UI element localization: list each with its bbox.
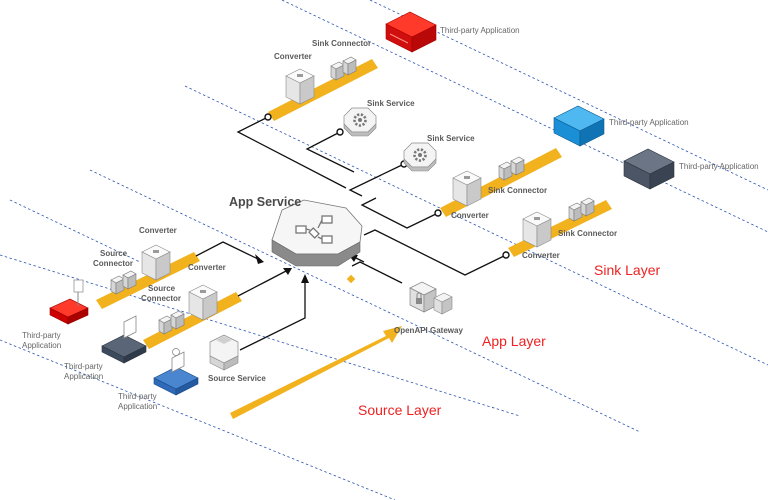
third-party-app-label: Third-party Application (679, 162, 759, 171)
third-party-app-label: Third-party (22, 331, 61, 340)
sink-converter-label: Converter (522, 251, 560, 260)
wire-source-1 (195, 241, 261, 261)
server-icon[interactable] (153, 348, 199, 396)
sink-connector-label: Sink Connector (488, 186, 547, 195)
app-service-label: App Service (229, 195, 301, 209)
arrow-head-source-1 (255, 254, 264, 264)
source-service-label: Source Service (208, 374, 266, 383)
port (434, 209, 442, 217)
lock-icon (416, 292, 422, 304)
source-connector-label-line2: Connector (141, 294, 181, 303)
port (264, 113, 272, 121)
third-party-app-label: Third-party (118, 392, 157, 401)
server-icon[interactable] (385, 11, 437, 53)
third-party-app-label: Third-party Application (609, 118, 689, 127)
stream-gateway (230, 326, 402, 419)
sink-service-label: Sink Service (427, 134, 475, 143)
arrow-head-source-service (301, 274, 309, 283)
third-party-app-label-line2: Application (22, 341, 61, 350)
wire-sink-service-2 (348, 163, 405, 197)
arrow-head-source-2 (283, 268, 292, 275)
server-icon[interactable] (623, 148, 675, 190)
source-connector-label: Source (100, 249, 128, 258)
wires (195, 113, 510, 351)
converter-icon[interactable] (522, 211, 552, 248)
sink-converter-label: Converter (274, 52, 312, 61)
wire-gateway (351, 261, 403, 284)
source-converter-label: Converter (139, 226, 177, 235)
guide-line (0, 254, 521, 417)
converter-icon[interactable] (188, 284, 218, 321)
stream-source-1 (96, 252, 200, 309)
wire-sink-service-1 (305, 131, 355, 173)
source-service-node[interactable] (209, 334, 239, 371)
wire-sink-2 (360, 197, 439, 229)
laptop-icon[interactable] (101, 315, 147, 364)
stream-marker (346, 274, 356, 284)
converter-icon[interactable] (452, 170, 482, 207)
wire-sink-3 (363, 229, 507, 276)
guide-line (89, 169, 641, 433)
guide-line (184, 85, 768, 366)
flowchart-icon (295, 215, 333, 244)
third-party-app-label: Third-party Application (440, 26, 520, 35)
third-party-app-label-line2: Application (64, 372, 103, 381)
gateway-label: OpenAPI Gateway (394, 326, 463, 335)
source-connector-label-line2: Connector (93, 259, 133, 268)
sink-service-label: Sink Service (367, 99, 415, 108)
third-party-app-label: Third-party (64, 362, 103, 371)
gateway-node[interactable] (409, 281, 453, 315)
wire-source-2 (237, 269, 289, 297)
app-layer-label: App Layer (482, 333, 546, 349)
sink-connector-label: Sink Connector (312, 39, 371, 48)
app-service-node[interactable] (271, 199, 363, 267)
guide-line (369, 0, 768, 191)
wire-sink-1 (236, 116, 347, 189)
converter-icon[interactable] (285, 68, 315, 105)
converter-icon[interactable] (141, 244, 171, 281)
server-icon[interactable] (553, 105, 605, 147)
sink-converter-label: Converter (451, 211, 489, 220)
port (336, 128, 344, 136)
third-party-app-label-line2: Application (118, 402, 157, 411)
gear-icon[interactable] (402, 141, 438, 173)
gear-icon[interactable] (342, 106, 378, 138)
source-converter-label: Converter (188, 263, 226, 272)
source-layer-label: Source Layer (358, 402, 442, 418)
port (502, 251, 510, 259)
source-connector-label: Source (148, 284, 176, 293)
sink-connector-label: Sink Connector (558, 229, 617, 238)
guide-line (0, 339, 396, 500)
stream-sink-1 (268, 59, 378, 121)
sink-layer-label: Sink Layer (594, 262, 660, 278)
guide-line (9, 199, 141, 263)
router-icon[interactable] (49, 279, 89, 325)
wire-source-service (239, 280, 306, 351)
